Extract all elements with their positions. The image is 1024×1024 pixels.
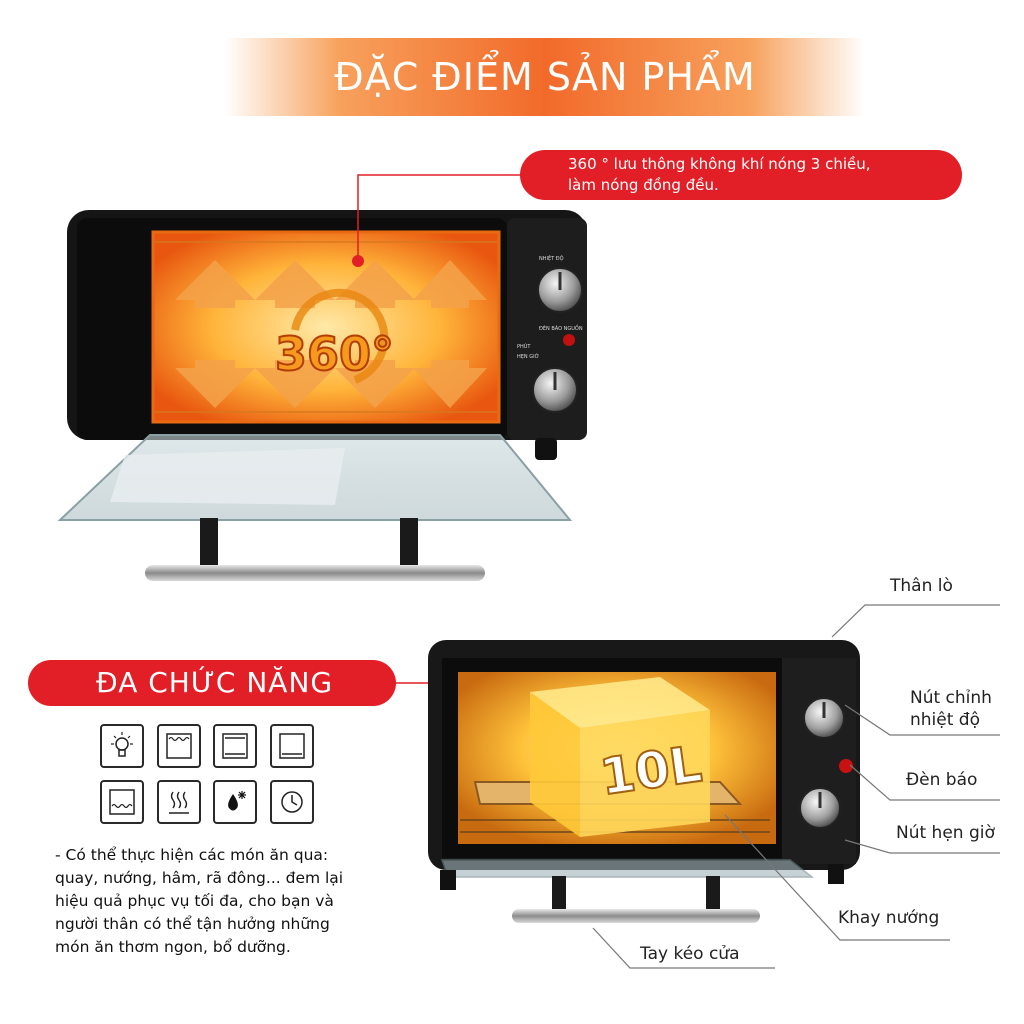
description-line: - Có thể thực hiện các món ăn qua:	[55, 846, 329, 864]
multi-function-description: - Có thể thực hiện các món ăn qua: quay,…	[55, 844, 375, 959]
description-line: hiệu quả phục vụ tối đa, cho bạn và	[55, 892, 334, 910]
label-baking-tray: Khay nướng	[838, 908, 940, 928]
airflow-callout: 360 ° lưu thông không khí nóng 3 chiều, …	[520, 150, 962, 200]
section-header-band: ĐẶC ĐIỂM SẢN PHẨM	[225, 38, 865, 116]
airflow-callout-line1: 360 ° lưu thông không khí nóng 3 chiều,	[568, 155, 871, 173]
rotisserie-icon	[100, 780, 144, 824]
top-bottom-heat-icon	[270, 724, 314, 768]
oven-airflow-illustration: 360° NHIỆT ĐỘ ĐÈN BÁO NGUỒN PHÚT HẸN GIỜ	[57, 210, 587, 581]
label-temp-knob-line2: nhiệt độ	[910, 710, 980, 730]
description-line: quay, nướng, hâm, rã đông... đem lại	[55, 869, 344, 887]
knob-label-minute: PHÚT	[517, 343, 531, 350]
label-indicator-light: Đèn báo	[906, 770, 978, 790]
bulb-icon	[100, 724, 144, 768]
label-temp-knob-line1: Nút chỉnh	[910, 688, 992, 708]
description-line: món ăn thơm ngon, bổ dưỡng.	[55, 938, 291, 956]
knob-label-timer: HẸN GIỜ	[517, 353, 539, 360]
oven-parts-illustration: 10L	[428, 640, 860, 923]
clock-icon	[270, 780, 314, 824]
label-oven-body: Thân lò	[890, 576, 953, 596]
label-door-handle: Tay kéo cửa	[640, 944, 740, 964]
steam-heat-icon	[157, 780, 201, 824]
multi-function-title: ĐA CHỨC NĂNG	[96, 666, 334, 699]
defrost-icon	[213, 780, 257, 824]
handle-leader-line	[592, 927, 775, 969]
description-line: người thân có thể tận hưởng những	[55, 915, 330, 933]
section-title: ĐẶC ĐIỂM SẢN PHẨM	[334, 55, 756, 99]
parts-leader-lines	[724, 604, 1000, 941]
knob-label-temp: NHIỆT ĐỘ	[539, 254, 564, 262]
airflow-callout-line2: làm nóng đồng đều.	[568, 176, 719, 194]
multi-function-title-pill: ĐA CHỨC NĂNG	[28, 660, 396, 706]
label-timer-knob: Nút hẹn giờ	[896, 823, 995, 843]
top-heat-icon	[157, 724, 201, 768]
badge-360: 360°	[275, 327, 394, 381]
bottom-heat-icon	[213, 724, 257, 768]
knob-label-power: ĐÈN BÁO NGUỒN	[539, 323, 583, 332]
callout-connector-top	[352, 174, 522, 267]
